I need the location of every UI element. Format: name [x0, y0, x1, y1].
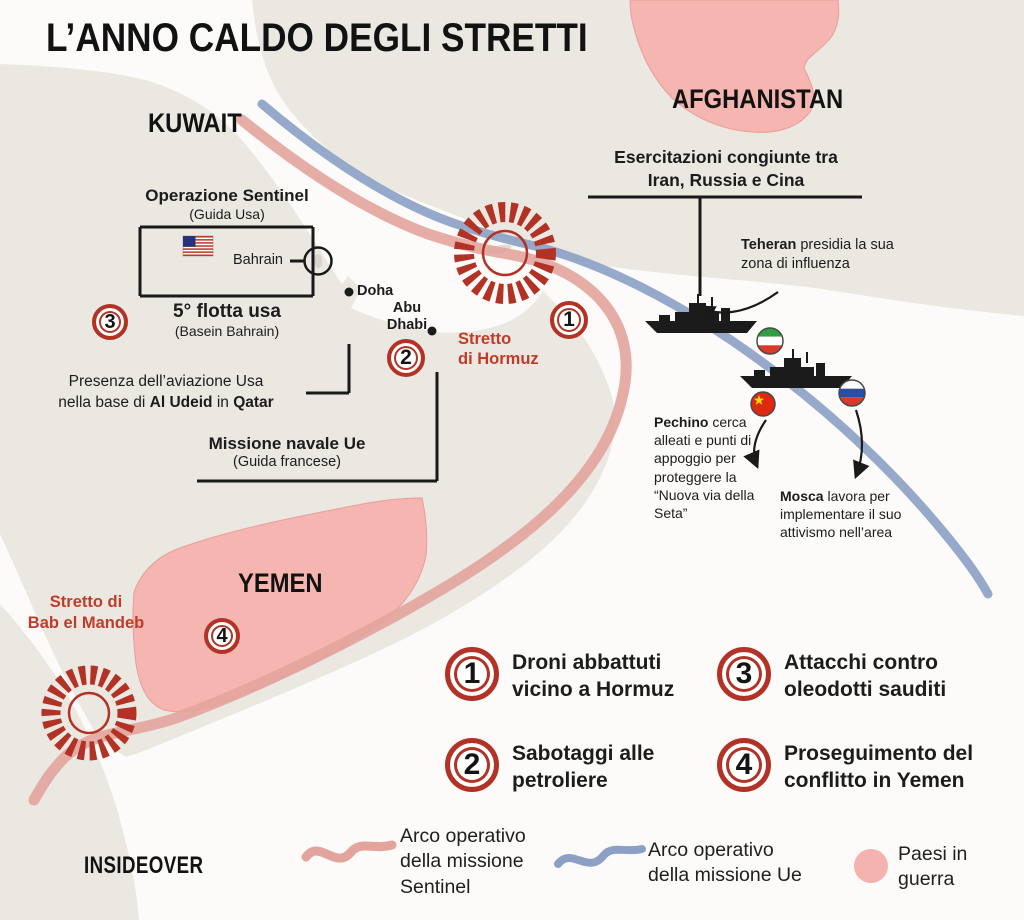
- fleet-sub: (Basein Bahrain): [174, 323, 280, 339]
- strait-knot-bab-icon: [41, 665, 137, 761]
- legend-marker-3: 3: [717, 647, 771, 701]
- mosca-text: lavora per implementare il suo attivismo…: [780, 488, 902, 541]
- label-yemen: YEMEN: [238, 568, 323, 598]
- arc-sentinel: [28, 114, 632, 806]
- label-stretto-hormuz: Stretto di Hormuz: [458, 330, 539, 368]
- insideover-logo: INSIDEOVER: [84, 852, 204, 879]
- note-mosca: Mosca lavora per implementare il suo att…: [780, 487, 942, 542]
- fleet-title: 5° flotta usa: [173, 301, 281, 322]
- doha-dot: [344, 287, 354, 297]
- strait-knot-hormuz-icon: [454, 202, 556, 304]
- label-doha: Doha: [357, 283, 394, 299]
- map-marker-4: 4: [204, 618, 240, 654]
- land-africa: [0, 604, 139, 920]
- teheran-bold: Teheran: [741, 237, 797, 253]
- legend-marker-4: 4: [717, 738, 771, 792]
- note-esercitazioni: Esercitazioni congiunte tra Iran, Russia…: [614, 147, 838, 190]
- legend-war-text: Paesi in guerra: [898, 843, 968, 891]
- country-yemen: [132, 497, 428, 713]
- note-pechino: Pechino cerca alleati e punti di appoggi…: [654, 413, 778, 522]
- connector-lines: [138, 195, 862, 483]
- bahrain-island: [313, 254, 323, 268]
- note-aludeid: Presenza dell’aviazione Usa nella base d…: [22, 372, 310, 414]
- ue-title: Missione navale Ue: [208, 434, 366, 453]
- legend-war-circle: [854, 849, 888, 883]
- war-countries: [132, 0, 840, 713]
- mosca-arrow: [853, 409, 870, 480]
- mosca-bold: Mosca: [780, 488, 824, 504]
- label-kuwait: KUWAIT: [148, 108, 242, 138]
- abu-dhabi-dot: [427, 326, 437, 336]
- legend-wave-ue: [554, 845, 646, 868]
- note-teheran: Teheran presidia la sua zona di influenz…: [741, 236, 926, 274]
- pechino-bold: Pechino: [654, 414, 709, 430]
- map-marker-2: 2: [387, 339, 425, 377]
- map-marker-3: 3: [92, 304, 128, 340]
- note-fleet: 5° flotta usa (Basein Bahrain): [134, 301, 320, 339]
- legend-arc-sentinel-text: Arco operativo della missione Sentinel: [400, 825, 526, 898]
- map-marker-1: 1: [550, 301, 588, 339]
- page-title: L’ANNO CALDO DEGLI STRETTI: [46, 16, 588, 60]
- note-ue: Missione navale Ue (Guida francese): [196, 434, 378, 470]
- legend-arc-ue-text: Arco operativo della missione Ue: [648, 839, 802, 887]
- sentinel-sub: (Guida Usa): [189, 206, 265, 222]
- aludeid-bold1: Al Udeid: [149, 393, 213, 411]
- land-iran: [252, 0, 1024, 316]
- aludeid-text1: Presenza dell’aviazione Usa nella base d…: [58, 373, 264, 411]
- legend-text-1: Droni abbattuti vicino a Hormuz: [512, 651, 675, 701]
- label-bahrain: Bahrain: [233, 252, 283, 268]
- arc-ue: [257, 99, 993, 599]
- russia-flag-icon: [838, 379, 866, 407]
- legend-marker-1: 1: [445, 647, 499, 701]
- iran-flag-icon: [756, 327, 784, 355]
- label-stretto-bab: Stretto di Bab el Mandeb: [27, 593, 145, 632]
- label-abu-dhabi: Abu Dhabi: [386, 300, 428, 334]
- teheran-text: presidia la sua zona di influenza: [741, 237, 894, 273]
- legend-wave-sentinel: [301, 840, 397, 863]
- aludeid-text2: in: [212, 393, 234, 411]
- us-flag-icon: [182, 235, 214, 257]
- teheran-arrow: [697, 291, 779, 322]
- country-afghanistan: [629, 0, 840, 133]
- china-flag-icon: [750, 391, 776, 417]
- label-afghanistan: AFGHANISTAN: [672, 84, 844, 114]
- bahrain-circle: [303, 246, 333, 276]
- pechino-text: cerca alleati e punti di appoggio per pr…: [654, 414, 755, 521]
- ue-sub: (Guida francese): [233, 454, 341, 470]
- legend-text-2: Sabotaggi alle petroliere: [512, 742, 655, 792]
- legend-marker-2: 2: [445, 738, 499, 792]
- note-sentinel: Operazione Sentinel (Guida Usa): [134, 186, 320, 222]
- pechino-arrow: [743, 419, 767, 470]
- legend-text-3: Attacchi contro oleodotti sauditi: [784, 651, 947, 701]
- aludeid-bold2: Qatar: [233, 393, 274, 411]
- sentinel-title: Operazione Sentinel: [145, 186, 309, 205]
- legend-text-4: Proseguimento del conflitto in Yemen: [784, 742, 974, 792]
- annotation-arrows: [697, 291, 870, 480]
